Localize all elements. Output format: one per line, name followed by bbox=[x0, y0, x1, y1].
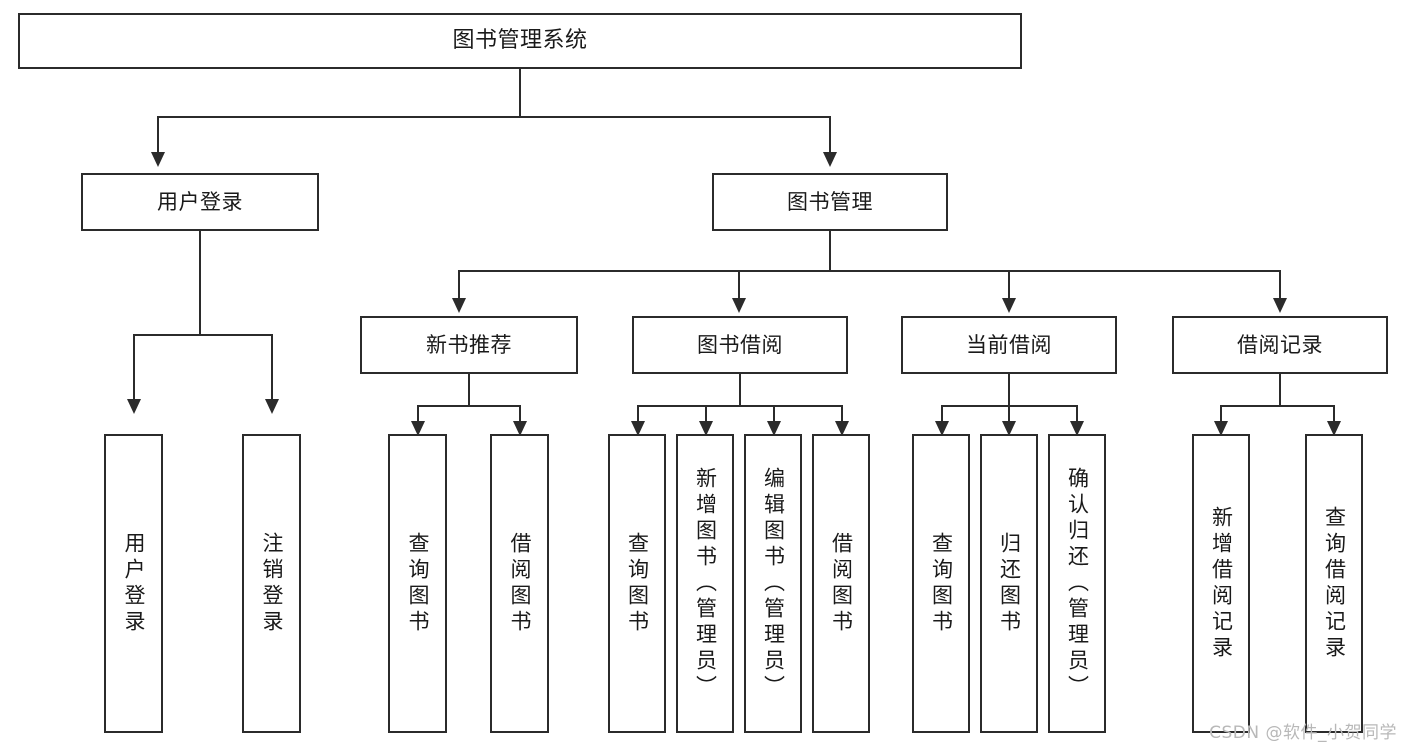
connector-borrow-drop-1 bbox=[637, 405, 639, 427]
node-root-system[interactable]: 图书管理系统 bbox=[18, 13, 1022, 69]
arrowhead-leaf-borrow-1 bbox=[699, 421, 713, 436]
connector-book-manage-stem bbox=[829, 231, 831, 272]
node-label: 查询借阅记录 bbox=[1322, 505, 1347, 662]
connector-recommend-drop-2 bbox=[519, 405, 521, 427]
connector-book-manage-bus bbox=[458, 270, 1280, 272]
arrowhead-to-current-borrow bbox=[1002, 298, 1016, 313]
connector-user-login-drop-1 bbox=[133, 334, 135, 402]
connector-borrow-bus bbox=[637, 405, 843, 407]
leaf-recommend-1[interactable]: 借阅图书 bbox=[490, 434, 549, 733]
arrowhead-to-borrow-record bbox=[1273, 298, 1287, 313]
arrowhead-leaf-borrow-2 bbox=[767, 421, 781, 436]
node-new-book-recommend[interactable]: 新书推荐 bbox=[360, 316, 578, 374]
arrowhead-leaf-recommend-1 bbox=[513, 421, 527, 436]
connector-current-drop-1 bbox=[941, 405, 943, 427]
node-label: 新书推荐 bbox=[426, 332, 512, 357]
leaf-book-borrow-1[interactable]: 新增图书（管理员） bbox=[676, 434, 734, 733]
connector-root-bus-right bbox=[519, 116, 831, 118]
connector-recommend-stem bbox=[468, 374, 470, 406]
arrowhead-leaf-borrow-3 bbox=[835, 421, 849, 436]
connector-user-login-drop-2 bbox=[271, 334, 273, 402]
arrowhead-leaf-user-login-1 bbox=[265, 399, 279, 414]
leaf-current-borrow-2[interactable]: 确认归还（管理员） bbox=[1048, 434, 1106, 733]
connector-current-stem bbox=[1008, 374, 1010, 406]
connector-record-bus bbox=[1220, 405, 1334, 407]
connector-root-bus bbox=[157, 116, 523, 118]
leaf-user-login-1[interactable]: 注销登录 bbox=[242, 434, 301, 733]
connector-borrow-drop-2 bbox=[705, 405, 707, 427]
arrowhead-to-new-book-recommend bbox=[452, 298, 466, 313]
node-label: 查询图书 bbox=[406, 531, 430, 636]
node-borrow-record[interactable]: 借阅记录 bbox=[1172, 316, 1388, 374]
arrowhead-to-book-manage bbox=[823, 152, 837, 167]
arrowhead-leaf-recommend-0 bbox=[411, 421, 425, 436]
watermark-text: CSDN @软件_小贺同学 bbox=[1209, 723, 1397, 743]
arrowhead-leaf-current-2 bbox=[1070, 421, 1084, 436]
connector-book-manage-drop-1 bbox=[458, 270, 460, 302]
node-label: 编辑图书（管理员） bbox=[761, 466, 786, 701]
arrowhead-to-book-borrow bbox=[732, 298, 746, 313]
leaf-borrow-record-0[interactable]: 新增借阅记录 bbox=[1192, 434, 1250, 733]
node-label: 当前借阅 bbox=[966, 332, 1052, 357]
arrowhead-leaf-user-login-0 bbox=[127, 399, 141, 414]
node-current-borrow[interactable]: 当前借阅 bbox=[901, 316, 1117, 374]
connector-book-manage-drop-4 bbox=[1279, 270, 1281, 302]
connector-current-drop-2 bbox=[1008, 405, 1010, 427]
connector-borrow-drop-3 bbox=[773, 405, 775, 427]
node-book-borrow[interactable]: 图书借阅 bbox=[632, 316, 848, 374]
leaf-book-borrow-0[interactable]: 查询图书 bbox=[608, 434, 666, 733]
leaf-borrow-record-1[interactable]: 查询借阅记录 bbox=[1305, 434, 1363, 733]
node-label: 借阅图书 bbox=[829, 531, 854, 636]
connector-borrow-drop-4 bbox=[841, 405, 843, 427]
node-label: 新增借阅记录 bbox=[1209, 505, 1234, 662]
connector-user-login-bus bbox=[133, 334, 273, 336]
arrowhead-leaf-current-1 bbox=[1002, 421, 1016, 436]
node-label: 新增图书（管理员） bbox=[693, 466, 718, 701]
node-user-login[interactable]: 用户登录 bbox=[81, 173, 319, 231]
node-label: 注销登录 bbox=[260, 531, 284, 636]
arrowhead-to-user-login bbox=[151, 152, 165, 167]
connector-user-login-stem bbox=[199, 231, 201, 335]
arrowhead-leaf-record-0 bbox=[1214, 421, 1228, 436]
node-label: 借阅记录 bbox=[1237, 332, 1323, 357]
node-book-management[interactable]: 图书管理 bbox=[712, 173, 948, 231]
connector-book-manage-drop-3 bbox=[1008, 270, 1010, 302]
node-label: 查询图书 bbox=[929, 531, 954, 636]
connector-book-manage-drop-2 bbox=[738, 270, 740, 302]
leaf-user-login-0[interactable]: 用户登录 bbox=[104, 434, 163, 733]
leaf-recommend-0[interactable]: 查询图书 bbox=[388, 434, 447, 733]
connector-root-stem bbox=[519, 69, 521, 117]
node-label: 归还图书 bbox=[997, 531, 1022, 636]
node-label: 查询图书 bbox=[625, 531, 650, 636]
connector-root-drop-1 bbox=[157, 116, 159, 156]
connector-borrow-stem bbox=[739, 374, 741, 406]
node-label: 图书借阅 bbox=[697, 332, 783, 357]
connector-record-stem bbox=[1279, 374, 1281, 406]
connector-record-drop-2 bbox=[1333, 405, 1335, 427]
node-label: 用户登录 bbox=[157, 189, 243, 214]
connector-record-drop-1 bbox=[1220, 405, 1222, 427]
connector-current-drop-3 bbox=[1076, 405, 1078, 427]
connector-recommend-drop-1 bbox=[417, 405, 419, 427]
leaf-current-borrow-0[interactable]: 查询图书 bbox=[912, 434, 970, 733]
arrowhead-leaf-current-0 bbox=[935, 421, 949, 436]
connector-recommend-bus bbox=[417, 405, 521, 407]
node-label: 图书管理系统 bbox=[452, 28, 588, 54]
leaf-book-borrow-2[interactable]: 编辑图书（管理员） bbox=[744, 434, 802, 733]
connector-root-drop-2 bbox=[829, 116, 831, 156]
arrowhead-leaf-record-1 bbox=[1327, 421, 1341, 436]
leaf-book-borrow-3[interactable]: 借阅图书 bbox=[812, 434, 870, 733]
node-label: 用户登录 bbox=[122, 531, 146, 636]
node-label: 确认归还（管理员） bbox=[1065, 466, 1090, 701]
node-label: 借阅图书 bbox=[508, 531, 532, 636]
arrowhead-leaf-borrow-0 bbox=[631, 421, 645, 436]
node-label: 图书管理 bbox=[787, 189, 873, 214]
leaf-current-borrow-1[interactable]: 归还图书 bbox=[980, 434, 1038, 733]
